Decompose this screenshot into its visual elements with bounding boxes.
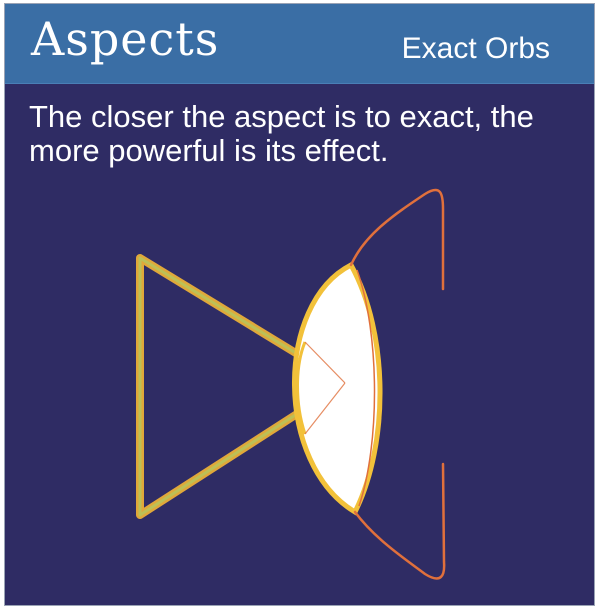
exact-orb-diagram — [5, 4, 595, 606]
aspects-panel: Aspects Exact Orbs The closer the aspect… — [4, 3, 595, 606]
orb-lens-shape — [294, 265, 380, 512]
